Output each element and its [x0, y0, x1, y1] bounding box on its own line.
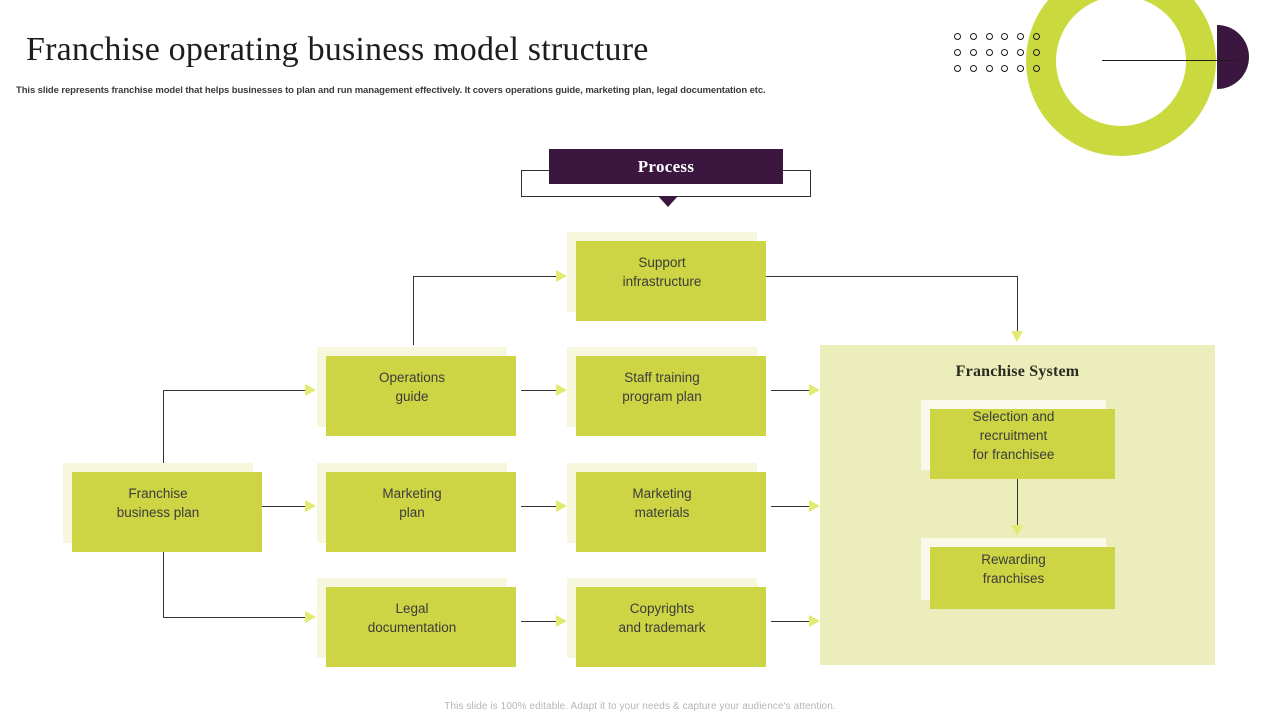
chevron-down-icon [658, 196, 678, 207]
node-shadow [576, 241, 766, 321]
page-subtitle: This slide represents franchise model th… [16, 85, 766, 96]
dot-grid-decoration [950, 28, 1044, 76]
connector-operations-up [413, 276, 414, 345]
connector-materials-to-panel [771, 506, 811, 507]
arrow-icon-legal-to-copyrights [556, 615, 567, 627]
connector-support-to-panel [766, 276, 1018, 277]
node-shadow [326, 356, 516, 436]
arrow-icon-selection-to-rewarding [1011, 525, 1023, 536]
arrow-icon-plan-to-operations [305, 384, 316, 396]
arrow-icon-operations-to-staff [556, 384, 567, 396]
connector-copyrights-to-panel [771, 621, 811, 622]
arrow-icon-plan-to-legal [305, 611, 316, 623]
connector-support-down [1017, 276, 1018, 332]
node-shadow [576, 472, 766, 552]
node-shadow [72, 472, 262, 552]
node-shadow [326, 472, 516, 552]
connector-plan-to-operations [163, 390, 307, 391]
arrow-icon-operations-to-support [556, 270, 567, 282]
arrow-icon-copyrights-to-panel [809, 615, 820, 627]
connector-marketing-to-materials [521, 506, 557, 507]
connector-operations-to-staff [521, 390, 557, 391]
connector-plan-to-marketing [263, 506, 307, 507]
process-banner: Process [549, 149, 783, 184]
arrow-icon-materials-to-panel [809, 500, 820, 512]
node-shadow [930, 409, 1115, 479]
arrow-icon-marketing-to-materials [556, 500, 567, 512]
arrow-icon-staff-to-panel [809, 384, 820, 396]
arrow-icon-support-to-panel [1011, 331, 1023, 342]
node-shadow [326, 587, 516, 667]
connector-selection-to-rewarding [1017, 478, 1018, 528]
connector-operations-to-support [413, 276, 557, 277]
connector-staff-to-panel [771, 390, 811, 391]
arrow-icon-plan-to-marketing [305, 500, 316, 512]
half-circle-decoration [1217, 25, 1249, 89]
connector-legal-to-copyrights [521, 621, 557, 622]
connector-plan-to-legal [163, 617, 307, 618]
node-shadow [576, 587, 766, 667]
panel-title: Franchise System [955, 363, 1080, 380]
ring-decoration [1026, 0, 1216, 156]
node-shadow [576, 356, 766, 436]
page-title: Franchise operating business model struc… [26, 31, 649, 68]
node-shadow [930, 547, 1115, 609]
footer-note: This slide is 100% editable. Adapt it to… [444, 701, 836, 712]
line-decoration [1102, 60, 1237, 61]
